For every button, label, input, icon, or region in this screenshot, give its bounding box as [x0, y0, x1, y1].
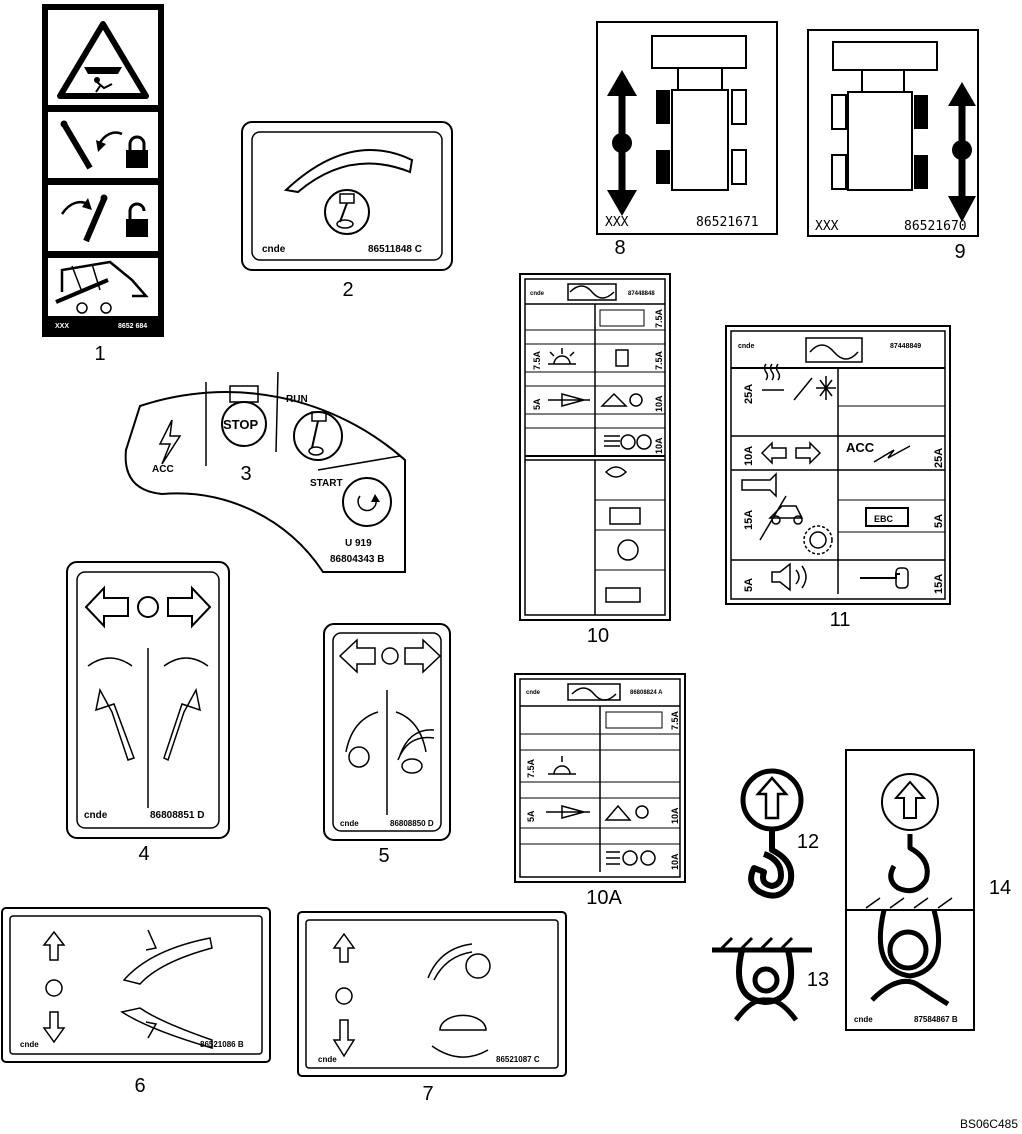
decal-10a-part-number: 86808824 A [630, 690, 663, 696]
decal-6-arm-controls: cnde 86521086 B [1, 907, 271, 1063]
decal-10a-maker: cnde [526, 690, 541, 696]
decal-3-part-number: 86804343 B [330, 554, 385, 565]
decal-11-fuse-2: 10A [743, 446, 755, 466]
decal-11-fuse-1: 25A [743, 384, 755, 404]
figure-code: BS06C485 [960, 1117, 1018, 1131]
decal-4-part-number: 86808851 D [150, 810, 205, 821]
decal-7-maker: cnde [318, 1055, 337, 1064]
decal-9-part-number: 86521670 [904, 219, 967, 234]
decal-11-fuse-5: 5A [933, 514, 945, 528]
decal-4-maker: cnde [84, 810, 108, 821]
decal-3-ignition: ACC STOP RUN START U 919 86804343 B [124, 371, 406, 573]
decal-11-fuse-3: 25A [933, 448, 945, 468]
decal-10a-fuse-5: 10A [670, 853, 680, 870]
callout-10: 10 [587, 625, 609, 647]
decal-2-maker: cnde [262, 244, 286, 255]
callout-13: 13 [807, 969, 829, 991]
callout-10a: 10A [586, 887, 622, 909]
decal-1-code: XXX [55, 323, 69, 330]
decal-11-part-number: 87448849 [890, 343, 921, 350]
decal-6-maker: cnde [20, 1040, 39, 1049]
decal-10-fuse-6: 10A [654, 437, 664, 454]
decal-14-maker: cnde [854, 1015, 873, 1024]
decal-10-fuse-5: 10A [654, 395, 664, 412]
decal-7-part-number: 86521087 C [496, 1055, 540, 1064]
decal-5-maker: cnde [340, 819, 359, 828]
callout-2: 2 [342, 279, 353, 301]
callout-12: 12 [797, 831, 819, 853]
decal-3-run: RUN [286, 394, 308, 405]
callout-7: 7 [422, 1083, 433, 1105]
callout-8: 8 [614, 237, 625, 259]
decal-2-part-number: 86511848 C [368, 244, 422, 255]
decal-10a-fuse-3: 5A [526, 810, 536, 822]
decal-8-code: XXX [605, 215, 629, 230]
decal-11-fuse-7: 15A [933, 574, 945, 594]
decal-13-tie-down-point [712, 936, 812, 1022]
decal-11-ebc: EBC [874, 514, 894, 524]
decal-11-fuse-6: 5A [743, 578, 755, 592]
decal-10-fuse-4: 5A [532, 398, 542, 410]
decal-10a-fuse-1: 7.5A [670, 710, 680, 730]
decal-9-steering-right: XXX 86521670 [807, 29, 979, 237]
decal-11-acc: ACC [846, 440, 875, 455]
decal-1-safety-lockout: XXX 8652 684 [42, 4, 164, 337]
decal-10-fuse-2: 7.5A [532, 350, 542, 370]
decal-14-part-number: 87584867 B [914, 1015, 958, 1024]
decal-4-hand-controls: cnde 86808851 D [66, 561, 230, 839]
decal-11-fuse-chart: cnde 87448849 25A 10A ACC 25A 15A EBC 5A… [725, 325, 951, 605]
decal-7-bucket-tilt: cnde 86521087 C [297, 911, 567, 1077]
decal-3-stop: STOP [223, 417, 258, 432]
callout-4: 4 [138, 843, 149, 865]
callout-6: 6 [134, 1075, 145, 1097]
decal-10a-fuse-chart: cnde 86808824 A 7.5A 7.5A 5A 10A 10A [514, 673, 686, 883]
decal-10-maker: cnde [530, 291, 545, 297]
callout-14: 14 [989, 877, 1011, 899]
callout-5: 5 [378, 845, 389, 867]
decal-3-acc: ACC [152, 464, 174, 475]
decal-8-part-number: 86521671 [696, 215, 759, 230]
decal-2-throttle: cnde 86511848 C [241, 121, 453, 271]
decal-8-steering-left: XXX 86521671 [596, 21, 778, 235]
decal-1-part-number: 8652 684 [118, 323, 147, 330]
callout-9: 9 [954, 241, 965, 263]
decal-3-start: START [310, 478, 343, 489]
decal-10a-fuse-2: 7.5A [526, 758, 536, 778]
callout-3: 3 [240, 463, 251, 485]
decal-3-code: U 919 [345, 538, 372, 549]
decal-10-fuse-1: 7.5A [654, 308, 664, 328]
decal-6-part-number: 86521086 B [200, 1040, 244, 1049]
decal-14-lift-tie-down: cnde 87584867 B [845, 749, 975, 1031]
decal-10-fuse-3: 7.5A [654, 350, 664, 370]
callout-11: 11 [830, 609, 851, 631]
decal-9-code: XXX [815, 219, 839, 234]
decal-10-fuse-chart: cnde 87448848 7.5A 7.5A 7.5A 5A 10A 10A [519, 273, 671, 621]
decal-10a-fuse-4: 10A [670, 807, 680, 824]
decal-11-fuse-4: 15A [743, 510, 755, 530]
decal-5-bucket-controls: cnde 86808850 D [323, 623, 451, 841]
decal-10-part-number: 87448848 [628, 291, 655, 297]
decal-12-lift-point [740, 768, 804, 899]
decal-5-part-number: 86808850 D [390, 819, 434, 828]
decal-11-maker: cnde [738, 343, 754, 350]
callout-1: 1 [94, 343, 105, 365]
